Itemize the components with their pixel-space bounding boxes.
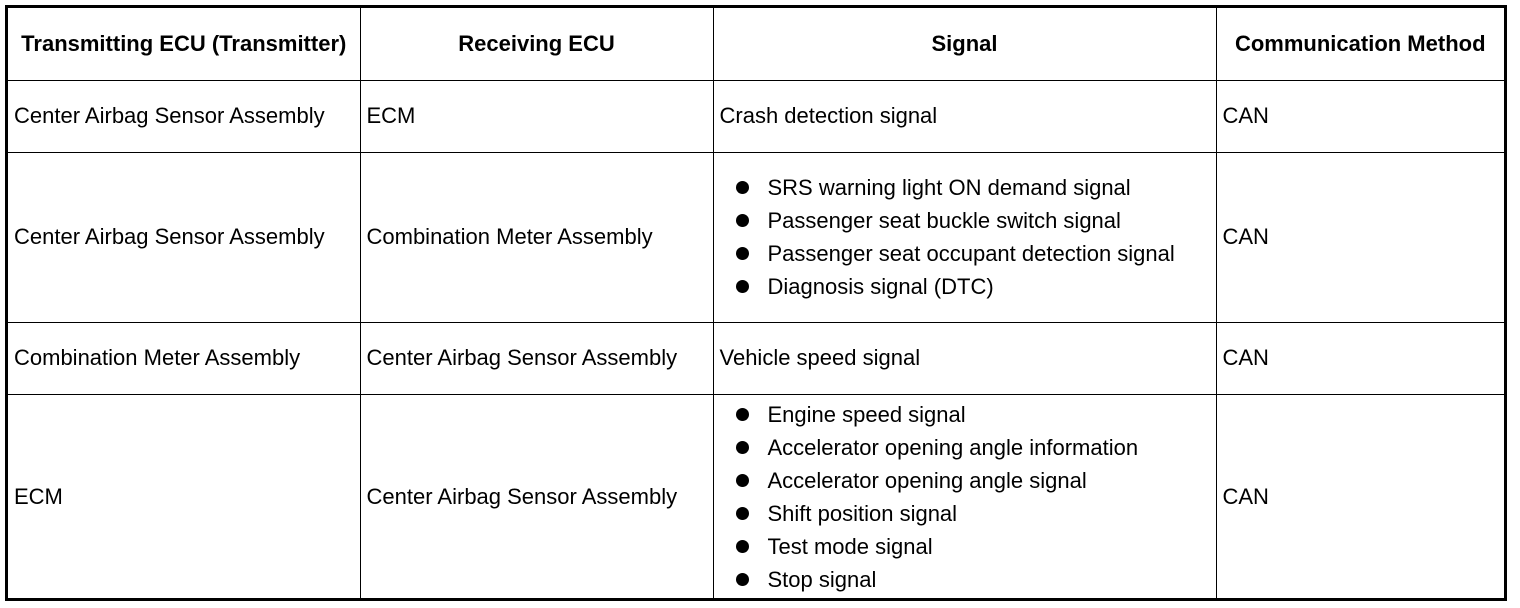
signal-text: Accelerator opening angle information: [767, 434, 1139, 460]
bullet-icon: [735, 473, 749, 487]
bullet-icon: [735, 506, 749, 520]
cell-transmitter: Combination Meter Assembly: [8, 321, 361, 395]
table-row: Center Airbag Sensor Assembly ECM Crash …: [8, 79, 1504, 153]
signal-list: SRS warning light ON demand signal Passe…: [732, 173, 1210, 302]
header-method: Communication Method: [1215, 8, 1504, 81]
bullet-icon: [735, 539, 749, 553]
bullet-icon: [735, 407, 749, 421]
bullet-icon: [735, 279, 749, 293]
list-item: Shift position signal: [732, 499, 1210, 529]
list-item: Test mode signal: [732, 532, 1210, 562]
signal-text: Diagnosis signal (DTC): [767, 273, 994, 299]
table-row: Combination Meter Assembly Center Airbag…: [8, 321, 1504, 395]
bullet-icon: [735, 246, 749, 260]
cell-signal-list: SRS warning light ON demand signal Passe…: [712, 151, 1217, 323]
signal-text: Shift position signal: [767, 500, 958, 526]
list-item: Accelerator opening angle signal: [732, 466, 1210, 496]
bullet-icon: [735, 572, 749, 586]
signal-text: Accelerator opening angle signal: [767, 467, 1087, 493]
header-transmitter: Transmitting ECU (Transmitter): [8, 8, 361, 81]
cell-receiver: Center Airbag Sensor Assembly: [359, 393, 714, 600]
cell-transmitter: ECM: [8, 393, 361, 600]
header-receiver: Receiving ECU: [359, 8, 714, 81]
cell-method: CAN: [1215, 321, 1504, 395]
ecu-communication-table: Transmitting ECU (Transmitter) Receiving…: [8, 8, 1504, 600]
list-item: Passenger seat buckle switch signal: [732, 206, 1210, 236]
list-item: Stop signal: [732, 565, 1210, 595]
list-item: Diagnosis signal (DTC): [732, 272, 1210, 302]
signal-list: Engine speed signal Accelerator opening …: [732, 400, 1210, 595]
cell-signal: Crash detection signal: [712, 79, 1217, 153]
signal-text: Passenger seat occupant detection signal: [767, 240, 1175, 266]
cell-signal-list: Engine speed signal Accelerator opening …: [712, 393, 1217, 600]
signal-text: Stop signal: [767, 566, 877, 592]
cell-method: CAN: [1215, 151, 1504, 323]
table-frame: Transmitting ECU (Transmitter) Receiving…: [5, 5, 1507, 601]
cell-signal: Vehicle speed signal: [712, 321, 1217, 395]
header-row: Transmitting ECU (Transmitter) Receiving…: [8, 8, 1504, 81]
bullet-icon: [735, 213, 749, 227]
list-item: Engine speed signal: [732, 400, 1210, 430]
list-item: SRS warning light ON demand signal: [732, 173, 1210, 203]
signal-text: Engine speed signal: [767, 401, 966, 427]
cell-method: CAN: [1215, 393, 1504, 600]
cell-transmitter: Center Airbag Sensor Assembly: [8, 79, 361, 153]
list-item: Accelerator opening angle information: [732, 433, 1210, 463]
signal-text: Test mode signal: [767, 533, 933, 559]
cell-receiver: ECM: [359, 79, 714, 153]
bullet-icon: [735, 440, 749, 454]
table-row: ECM Center Airbag Sensor Assembly Engine…: [8, 393, 1504, 600]
table-row: Center Airbag Sensor Assembly Combinatio…: [8, 151, 1504, 323]
cell-receiver: Center Airbag Sensor Assembly: [359, 321, 714, 395]
cell-receiver: Combination Meter Assembly: [359, 151, 714, 323]
header-signal: Signal: [712, 8, 1217, 81]
cell-transmitter: Center Airbag Sensor Assembly: [8, 151, 361, 323]
signal-text: Passenger seat buckle switch signal: [767, 207, 1121, 233]
bullet-icon: [735, 180, 749, 194]
cell-method: CAN: [1215, 79, 1504, 153]
list-item: Passenger seat occupant detection signal: [732, 239, 1210, 269]
signal-text: SRS warning light ON demand signal: [767, 174, 1131, 200]
